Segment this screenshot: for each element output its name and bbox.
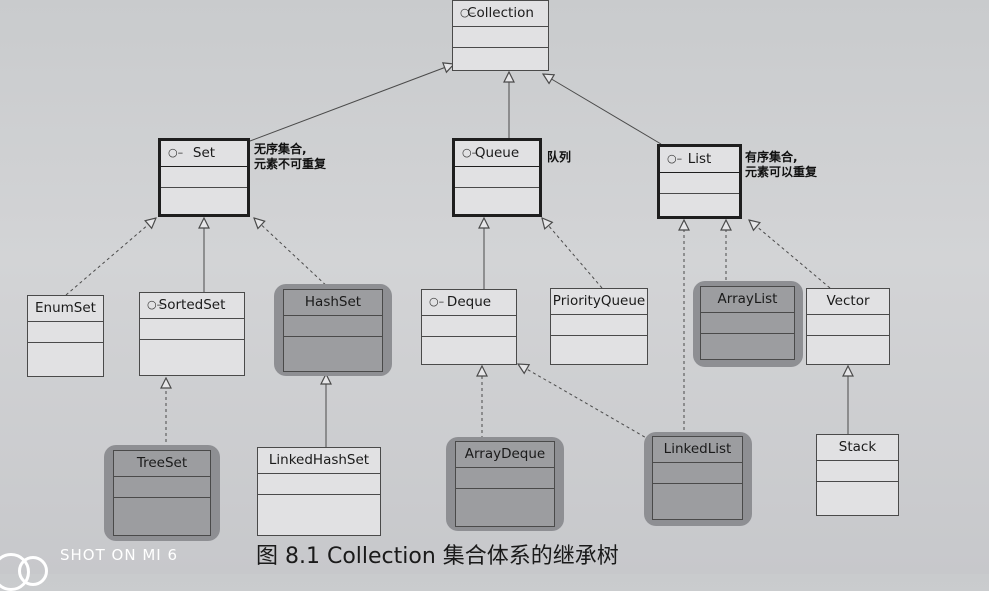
note-list: 有序集合, 元素可以重复 [745,150,818,179]
class-arraydeque-label: ArrayDeque [464,446,546,462]
interface-marker-icon: ○– [429,295,445,308]
class-stack: Stack [816,434,899,516]
interface-marker-icon: ○– [147,298,163,311]
camera-lens-icon [18,556,48,586]
edge-priorityqueue-queue [542,218,603,289]
note-set: 无序集合, 元素不可重复 [254,142,327,171]
class-arraylist: ArrayList [700,286,795,360]
class-list-attributes [660,173,739,194]
class-sortedset: ○– SortedSet [139,292,245,376]
class-linkedlist-label: LinkedList [663,441,732,457]
class-treeset-attributes [114,477,210,498]
class-deque-attributes [422,316,516,337]
class-collection-attributes [453,27,548,48]
class-vector-attributes [807,315,889,336]
class-queue: ○– Queue [452,138,542,217]
edge-hashset-set [254,218,331,290]
interface-marker-icon: ○– [168,146,184,159]
connector-layer [65,0,989,448]
class-arraylist-label: ArrayList [717,291,778,307]
class-enumset-attributes [28,322,103,343]
class-collection-label: Collection [467,5,534,21]
edge-linkedlist-deque [518,364,651,441]
edge-vector-list [749,220,831,289]
class-set-label: Set [192,145,216,161]
edge-enumset-set [65,218,156,296]
class-queue-label: Queue [474,145,520,161]
class-deque: ○– Deque [421,289,517,365]
class-enumset-header: EnumSet [28,296,103,322]
camera-watermark: SHOT ON MI 6 [60,546,179,564]
class-stack-attributes [817,461,898,482]
class-linkedhashset-attributes [258,474,380,495]
class-stack-label: Stack [838,439,877,455]
class-arraydeque-attributes [456,468,554,489]
class-stack-header: Stack [817,435,898,461]
class-vector: Vector [806,288,890,365]
class-hashset-attributes [284,316,382,337]
class-linkedhashset-label: LinkedHashSet [268,452,370,468]
class-arraydeque-header: ArrayDeque [456,442,554,468]
class-priorityqueue-label: PriorityQueue [552,293,646,309]
class-linkedlist-header: LinkedList [653,437,742,463]
figure-caption: 图 8.1 Collection 集合体系的继承树 [256,544,619,569]
class-enumset: EnumSet [27,295,104,377]
class-sortedset-label: SortedSet [158,297,226,313]
class-arraylist-header: ArrayList [701,287,794,313]
note-queue: 队列 [547,150,572,164]
class-priorityqueue: PriorityQueue [550,288,648,365]
interface-marker-icon: ○– [667,152,683,165]
class-list-header: ○– List [660,147,739,173]
class-arraylist-attributes [701,313,794,334]
class-collection-header: ○– Collection [453,1,548,27]
class-vector-label: Vector [826,293,870,309]
class-linkedhashset: LinkedHashSet [257,447,381,536]
class-deque-label: Deque [446,294,492,310]
class-deque-header: ○– Deque [422,290,516,316]
class-linkedhashset-header: LinkedHashSet [258,448,380,474]
class-queue-attributes [455,167,539,188]
class-sortedset-header: ○– SortedSet [140,293,244,319]
interface-marker-icon: ○– [460,6,476,19]
interface-marker-icon: ○– [462,146,478,159]
class-list-label: List [687,151,712,167]
class-priorityqueue-attributes [551,315,647,336]
class-list: ○– List [657,144,742,219]
class-hashset-label: HashSet [304,294,362,310]
class-treeset: TreeSet [113,450,211,536]
class-hashset-header: HashSet [284,290,382,316]
class-hashset: HashSet [283,289,383,372]
class-set-attributes [161,167,247,188]
class-arraydeque: ArrayDeque [455,441,555,527]
edge-list-collection [543,74,662,145]
class-enumset-label: EnumSet [35,300,96,316]
class-sortedset-attributes [140,319,244,340]
class-vector-header: Vector [807,289,889,315]
class-queue-header: ○– Queue [455,141,539,167]
edge-set-collection [249,64,454,142]
class-priorityqueue-header: PriorityQueue [551,289,647,315]
class-linkedlist: LinkedList [652,436,743,520]
class-treeset-header: TreeSet [114,451,210,477]
class-collection: ○– Collection [452,0,549,71]
class-set: ○– Set [158,138,250,217]
class-set-header: ○– Set [161,141,247,167]
class-linkedlist-attributes [653,463,742,484]
class-treeset-label: TreeSet [136,455,188,471]
